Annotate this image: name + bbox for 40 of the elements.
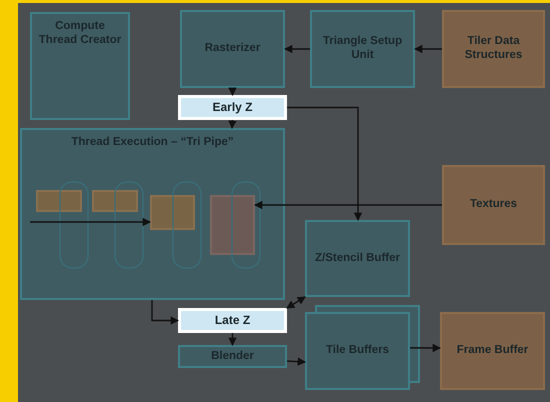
pipeline-stage-box (210, 195, 255, 255)
arrow (30, 218, 152, 226)
process-box (20, 128, 285, 300)
arrow (151, 300, 180, 325)
node-label: Textures (470, 198, 518, 212)
pipeline-stage-box (92, 190, 138, 212)
node-label: Tiler Data Structures (464, 35, 524, 63)
process-box (180, 10, 285, 88)
node-label: Frame Buffer (456, 344, 528, 358)
stage-box (178, 308, 287, 333)
node-label: Compute Thread Creator (38, 20, 122, 48)
pipeline-stage-box (36, 190, 82, 212)
node-label: Late Z (214, 313, 250, 328)
node-label: Thread Execution – “Tri Pipe” (71, 136, 234, 150)
arrow (410, 344, 442, 352)
arrow (286, 357, 306, 366)
data-store-box (440, 312, 545, 390)
node-label: Early Z (212, 100, 253, 115)
node-label: Tile Buffers (326, 344, 390, 358)
arrow (228, 333, 237, 346)
process-box (305, 312, 410, 390)
arrow (286, 296, 306, 309)
arrow (287, 106, 362, 222)
process-box (30, 12, 130, 120)
arrow (228, 120, 237, 130)
node-label: Rasterizer (204, 42, 260, 56)
arrow (228, 88, 237, 96)
data-store-box (442, 165, 545, 245)
pipeline-stage-box (150, 195, 195, 230)
arrow (414, 44, 442, 54)
node-label: Z/Stencil Buffer (315, 252, 400, 266)
process-box (310, 10, 415, 88)
process-box (178, 345, 287, 368)
arrow (284, 44, 310, 54)
stage-box (178, 95, 287, 120)
process-box (305, 220, 410, 297)
arrow (254, 200, 442, 210)
node-label: Triangle Setup Unit (322, 35, 404, 63)
data-store-box (442, 10, 545, 88)
node-label: Blender (211, 350, 254, 364)
